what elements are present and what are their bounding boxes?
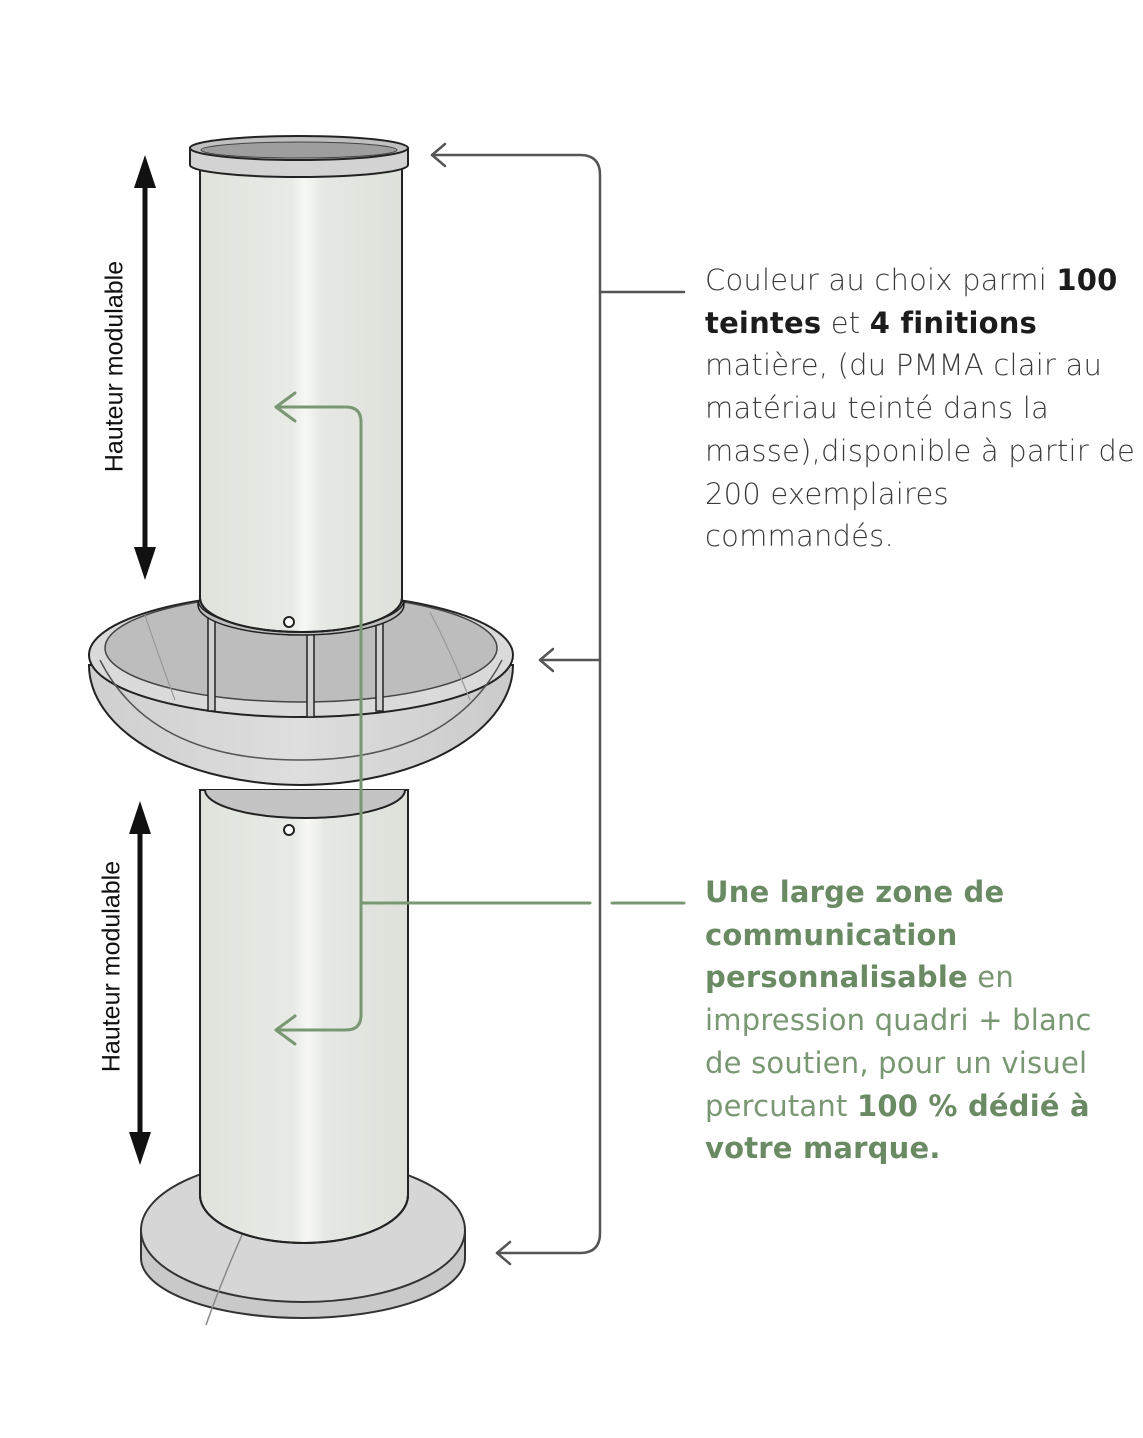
zone-callout-text: Une large zone de communication personna… [705,871,1135,1170]
color-callout-bold-finishes: 4 finitions [869,305,1038,340]
zone-callout-part1: en impression quadri + blanc de soutien,… [705,960,1092,1123]
height-label-top: Hauteur modulable [100,260,129,473]
height-arrow-bottom [129,801,151,1165]
zone-bracket [274,391,686,1046]
zone-callout-bold-heading: Une large zone de communication personna… [705,875,1005,995]
upper-tube [189,135,409,636]
color-callout-part1: Couleur au choix parmi [705,263,1057,297]
color-callout-part2: et [821,305,870,340]
zone-callout-bold-brand: 100 % dédié à votre marque. [705,1088,1090,1166]
height-label-bottom: Hauteur modulable [97,860,126,1073]
color-callout-bold-tints: 100 teintes [705,263,1118,340]
lower-tube [199,789,409,1244]
color-callout-part3: matière, (du PMMA clair au matériau tein… [705,348,1136,554]
height-arrow-top [134,155,156,580]
color-bracket [430,142,686,1266]
color-callout-text: Couleur au choix parmi 100 teintes et 4 … [705,259,1135,558]
bowl [87,592,515,819]
